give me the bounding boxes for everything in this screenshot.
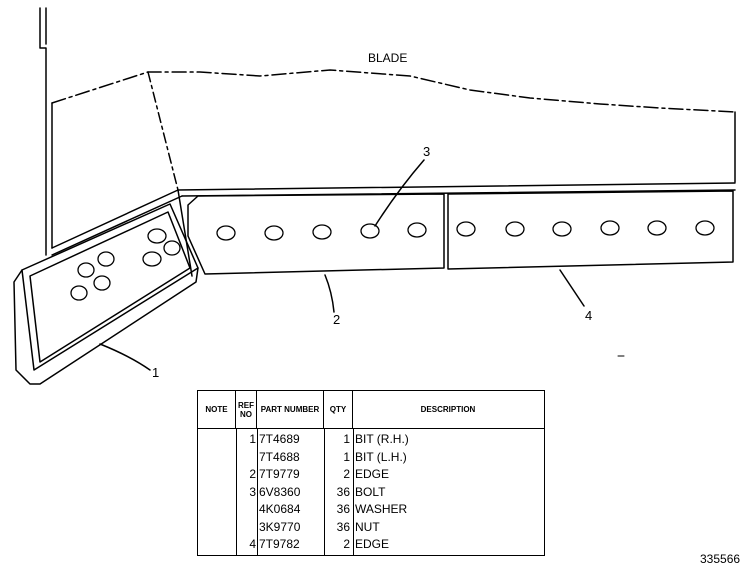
- blade-top-edge: [51, 69, 736, 113]
- blade-end-plate: [39, 7, 53, 256]
- description-cell: EDGE: [355, 537, 390, 551]
- bit-hole: [77, 262, 95, 278]
- qty-cell: 2: [343, 537, 350, 551]
- edge-hole: [312, 224, 332, 240]
- leader-line-3: [374, 159, 425, 227]
- bit-hole: [163, 240, 181, 256]
- edge-2-holes: [216, 222, 427, 241]
- qty-cell: 36: [336, 502, 350, 516]
- table-row: 4K0684 36 WASHER: [198, 501, 544, 518]
- bit-hole: [93, 275, 111, 291]
- callout-1: 1: [152, 365, 160, 380]
- table-row: 3K9770 36 NUT: [198, 519, 544, 536]
- ref-no-cell: [236, 519, 256, 536]
- bit-hole: [97, 251, 115, 267]
- ref-no-cell: [236, 501, 256, 518]
- leader-line-4: [559, 269, 585, 307]
- edge-hole: [456, 221, 476, 237]
- edge-hole: [216, 225, 236, 241]
- edge-hole: [600, 220, 620, 236]
- description-cell: BIT (R.H.): [355, 432, 409, 446]
- part-number-cell: 6V8360: [259, 484, 301, 499]
- ref-no-cell: 3: [249, 484, 256, 499]
- ref-no-cell: 1: [249, 432, 256, 446]
- header-note: NOTE: [198, 391, 236, 428]
- ref-no-cell: 4: [249, 537, 256, 551]
- description-cell: WASHER: [355, 502, 408, 516]
- part-number-cell: 7T9782: [259, 537, 300, 551]
- edge-2-outline: [187, 193, 445, 275]
- ref-no-cell: 2: [249, 467, 256, 481]
- callout-4: 4: [585, 308, 593, 323]
- edge-4-outline: [447, 190, 734, 270]
- description-cell: BOLT: [355, 484, 386, 499]
- bit-hole: [70, 285, 88, 301]
- description-cell: EDGE: [355, 467, 390, 481]
- bit-hole: [147, 228, 167, 244]
- column-rule: [353, 428, 354, 555]
- header-rule: [198, 428, 544, 429]
- bit-plate-lip: [13, 267, 199, 385]
- leader-line-2: [324, 274, 335, 313]
- edge-hole: [360, 223, 380, 239]
- qty-cell: 2: [343, 467, 350, 481]
- edge-hole: [695, 220, 715, 236]
- edge-4-holes: [456, 220, 715, 237]
- ref-no-cell: [236, 449, 256, 466]
- qty-cell: 36: [336, 484, 350, 499]
- edge-hole: [552, 221, 572, 237]
- part-number-cell: 7T4689: [259, 432, 300, 446]
- header-ref-no: REF NO: [236, 391, 257, 428]
- callout-3: 3: [423, 144, 431, 159]
- qty-cell: 1: [343, 432, 350, 446]
- description-cell: BIT (L.H.): [355, 449, 407, 464]
- bit-mounting-ledge: [51, 189, 193, 277]
- part-number-cell: 7T9779: [259, 467, 300, 481]
- header-qty: QTY: [324, 391, 353, 428]
- description-cell: NUT: [355, 519, 380, 534]
- figure-number: 335566: [700, 552, 741, 566]
- edge-hole: [647, 220, 667, 236]
- table-row: 7T4688 1 BIT (L.H.): [198, 449, 544, 466]
- header-part-number: PART NUMBER: [257, 391, 324, 428]
- bit-inner-edge: [29, 211, 191, 363]
- bit-hole: [142, 251, 162, 267]
- parts-table: NOTE REF NO PART NUMBER QTY DESCRIPTION …: [197, 390, 545, 556]
- column-rule: [236, 428, 237, 555]
- blade-break-line: [147, 71, 179, 191]
- callout-2: 2: [333, 312, 341, 327]
- part-number-cell: 3K9770: [259, 519, 301, 534]
- bit-bolt-holes: [70, 228, 181, 301]
- blade-label: BLADE: [368, 51, 408, 65]
- part-number-cell: 7T4688: [259, 449, 300, 464]
- leader-line-1: [99, 343, 151, 371]
- part-number-cell: 4K0684: [259, 502, 301, 516]
- edge-hole: [505, 221, 525, 237]
- qty-cell: 36: [336, 519, 350, 534]
- edge-hole: [264, 225, 284, 241]
- column-rule: [257, 428, 258, 555]
- header-description: DESCRIPTION: [420, 405, 476, 414]
- qty-cell: 1: [343, 449, 350, 464]
- column-rule: [324, 428, 325, 555]
- edge-hole: [407, 222, 427, 238]
